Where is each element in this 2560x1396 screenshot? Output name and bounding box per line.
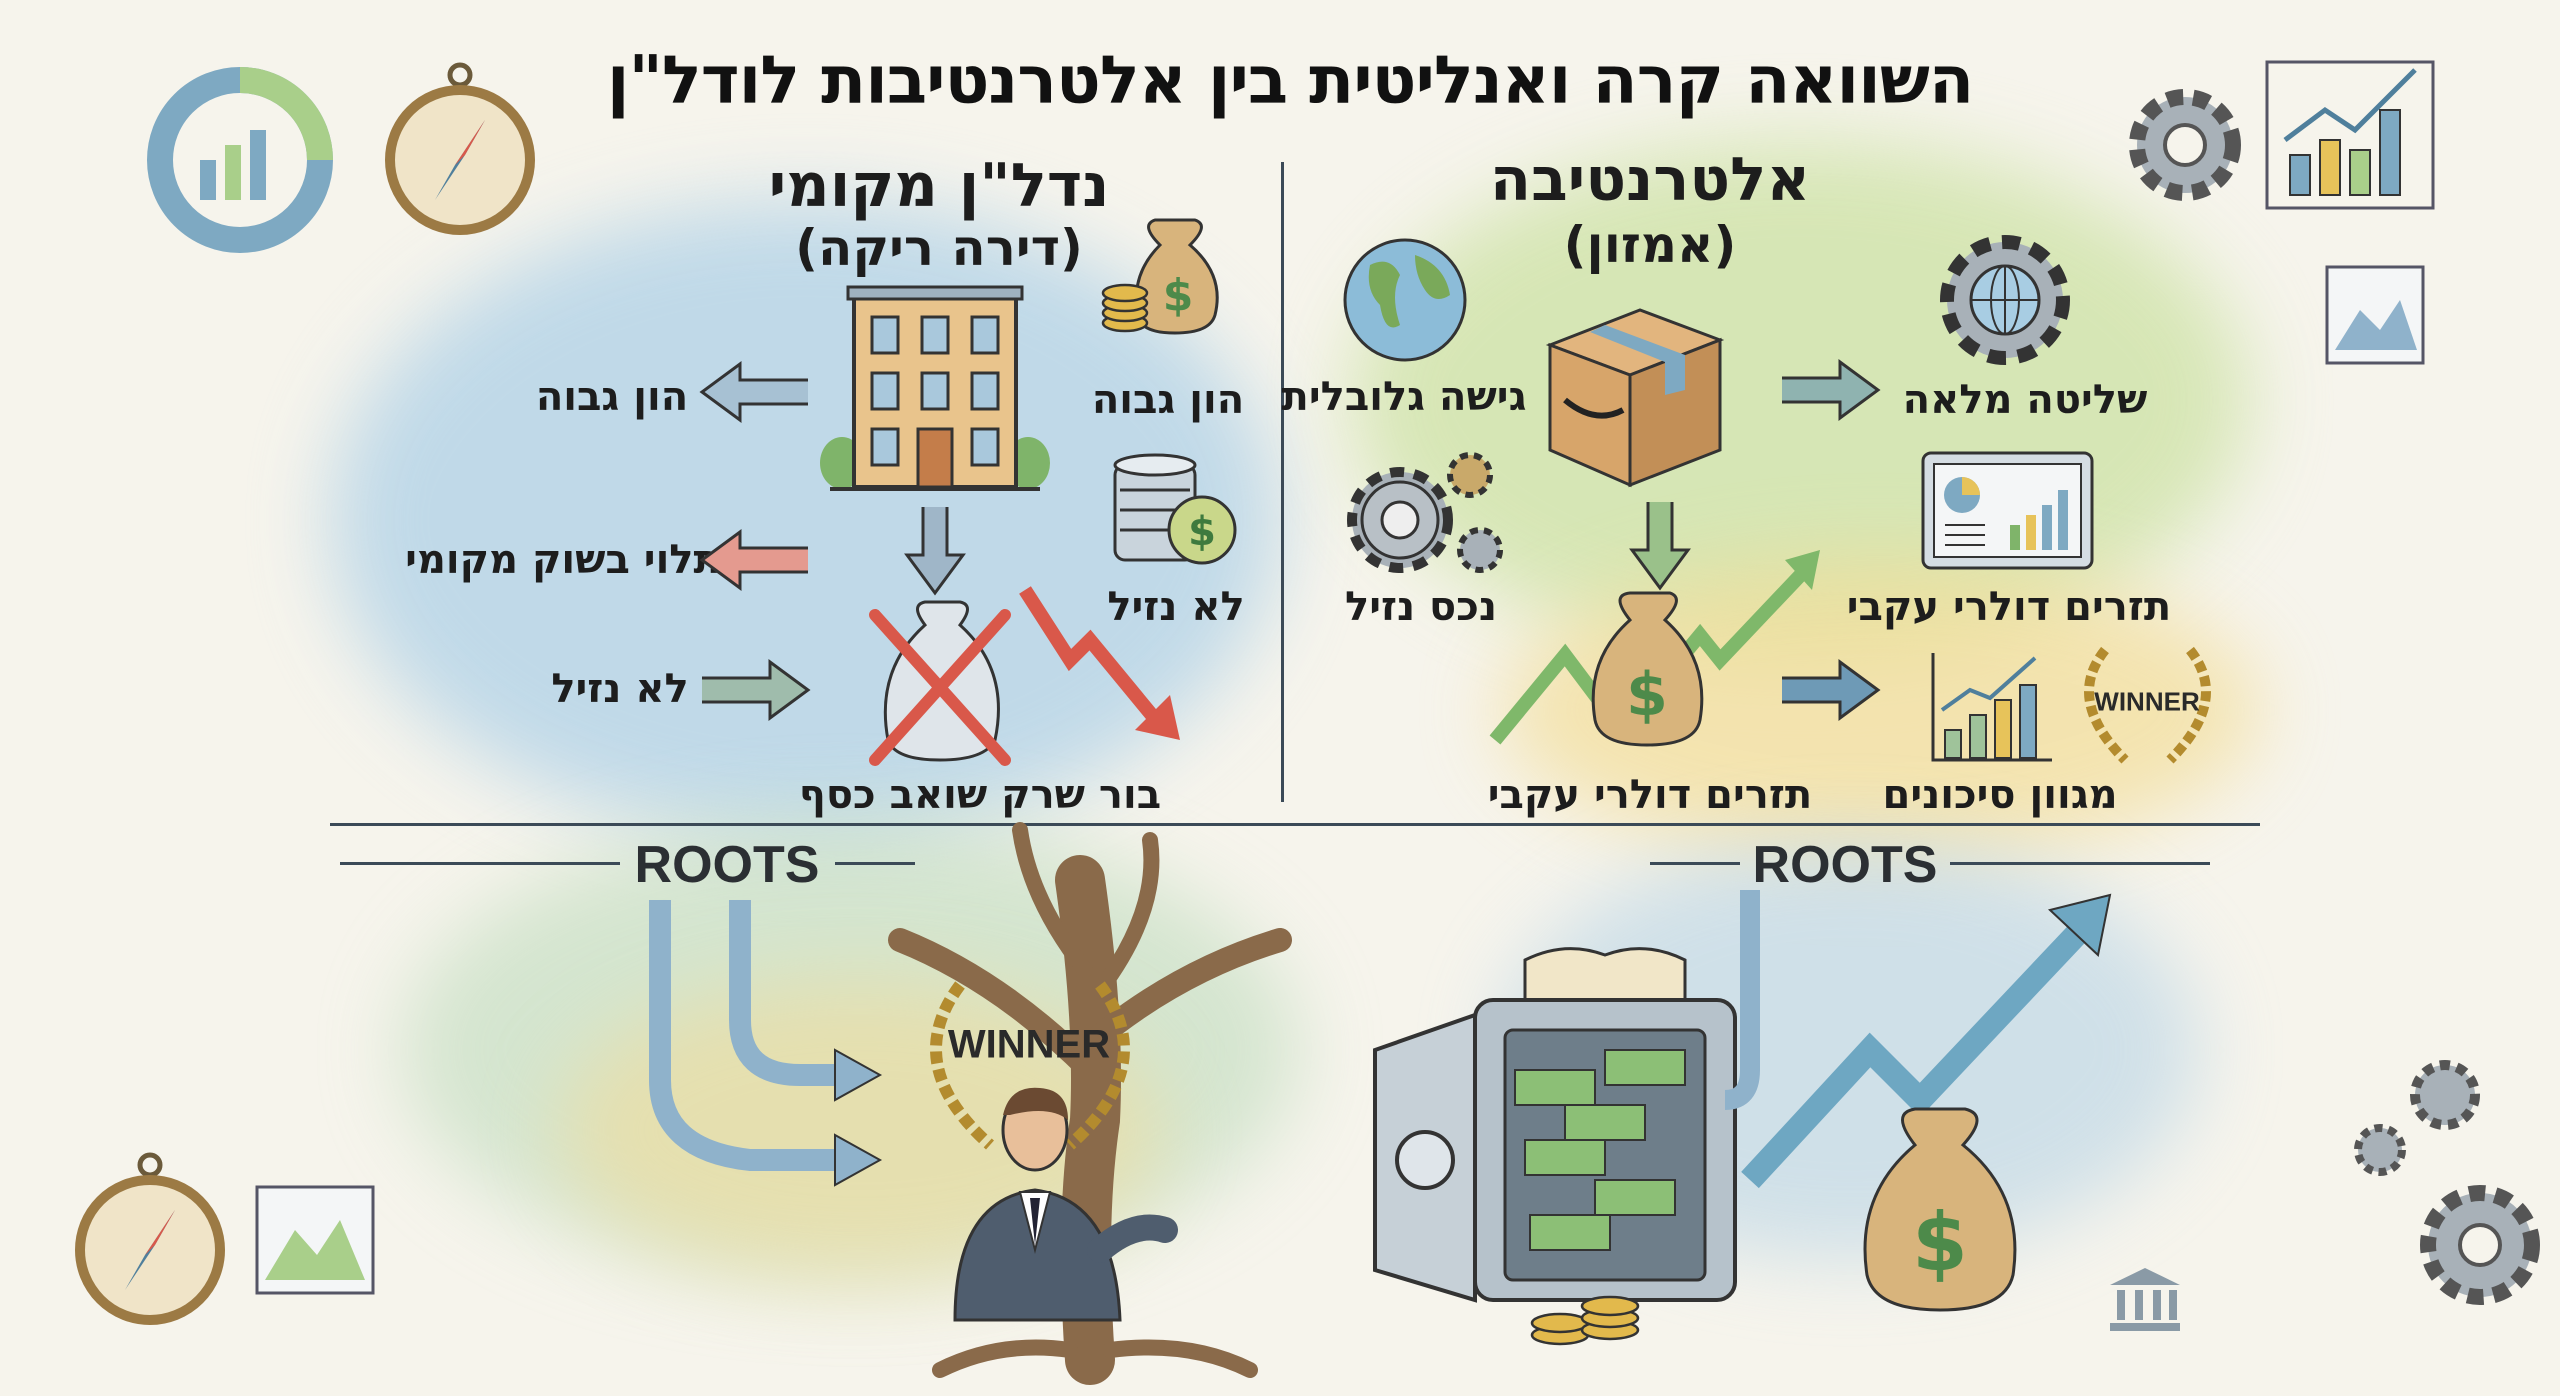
svg-text:$: $ (1626, 660, 1668, 730)
arrow-down-blue-icon (904, 507, 966, 596)
label-risk-diversification: מגוון סיכונים (1882, 772, 2118, 818)
curved-arrows-left-icon (649, 900, 883, 1187)
roots-line-left (340, 862, 620, 865)
label-money-pit: בור שרק שואב כסף (798, 772, 1162, 818)
label-high-capital-left: הון גבוה (535, 374, 689, 420)
winner-badge-small: WINNER (2094, 686, 2200, 717)
winner-laurel-small-icon (2084, 646, 2211, 764)
compass-icon (385, 62, 535, 235)
safe-with-cash-icon (1373, 947, 1737, 1303)
large-dollar-bag-icon: $ (1863, 1107, 2017, 1312)
label-global-access: גישה גלובלית (1281, 374, 1527, 420)
arrow-right-green-icon (702, 659, 811, 721)
businessman-icon (953, 1087, 1178, 1322)
left-subheading: (דירה ריקה) (795, 219, 1083, 277)
crossed-money-bag-icon (869, 600, 1011, 766)
database-coin-icon: $ (1113, 453, 1237, 565)
roots-label-right: ROOTS (1752, 836, 1938, 894)
left-heading: נדל"ן מקומי (768, 151, 1110, 221)
svg-text:$: $ (1188, 509, 1216, 555)
label-high-capital-right: הון גבוה (1091, 377, 1245, 423)
winner-laurel-large-icon (930, 981, 1130, 1150)
vertical-divider (1281, 162, 1284, 802)
svg-text:$: $ (1912, 1196, 1968, 1289)
apartment-building-icon (820, 285, 1050, 491)
donut-chart-icon (147, 67, 333, 253)
falling-red-arrow-icon (1019, 586, 1180, 740)
label-steady-cashflow-right: תזרים דולרי עקבי (1846, 584, 2172, 630)
roots-line-right (1950, 862, 2210, 865)
page-title: השוואה קרה ואנליטית בין אלטרנטיבות לודל"… (606, 41, 1974, 119)
arrow-right-teal-icon (1782, 359, 1881, 421)
label-full-control: שליטה מלאה (1902, 377, 2148, 423)
arrow-left-red-icon (699, 529, 808, 591)
gear-globe-icon (1940, 235, 2070, 365)
roots-line-mid-left (835, 862, 915, 865)
dollar-money-bag-icon: $ (1591, 591, 1704, 747)
growth-bar-chart-icon (1931, 653, 2052, 762)
label-steady-cashflow-bottom: תזרים דולרי עקבי (1487, 772, 1813, 818)
globe-icon (1343, 238, 1467, 362)
rising-blue-arrow-icon (1724, 890, 2112, 1189)
bank-icon (2110, 1268, 2180, 1331)
compass-bottom-icon (75, 1152, 225, 1325)
dashboard-chart-icon (1921, 451, 2094, 570)
svg-text:$: $ (1163, 270, 1194, 321)
winner-badge-large: WINNER (947, 1022, 1111, 1067)
roots-label-left: ROOTS (634, 836, 820, 894)
roots-line-mid-right (1650, 862, 1740, 865)
gears-icon (1347, 452, 1503, 573)
label-local-market: תלוי בשוק מקומי (405, 537, 721, 583)
money-bag-coins-icon: $ (1101, 218, 1219, 335)
mountain-chart-bottom-icon (255, 1185, 375, 1295)
arrow-right-blue-icon (1782, 659, 1881, 721)
right-heading: אלטרנטיבה (1489, 145, 1811, 215)
trend-chart-top-right-icon (2265, 60, 2435, 210)
label-illiquid-left: לא נזיל (551, 666, 689, 712)
label-liquid-asset: נכס נזיל (1344, 584, 1498, 630)
arrow-left-blue-icon (699, 361, 808, 423)
horizontal-divider (330, 823, 2260, 826)
mountain-chart-icon (2325, 265, 2425, 365)
arrow-down-green-icon (1629, 502, 1691, 591)
label-illiquid-right: לא נזיל (1107, 584, 1245, 630)
amazon-box-icon (1545, 308, 1725, 488)
coins-stack-icon (1530, 1295, 1640, 1346)
gear-top-right-icon (2129, 89, 2241, 201)
gears-bottom-right-icon (2354, 1060, 2540, 1305)
right-subheading: (אמזון) (1563, 216, 1737, 274)
